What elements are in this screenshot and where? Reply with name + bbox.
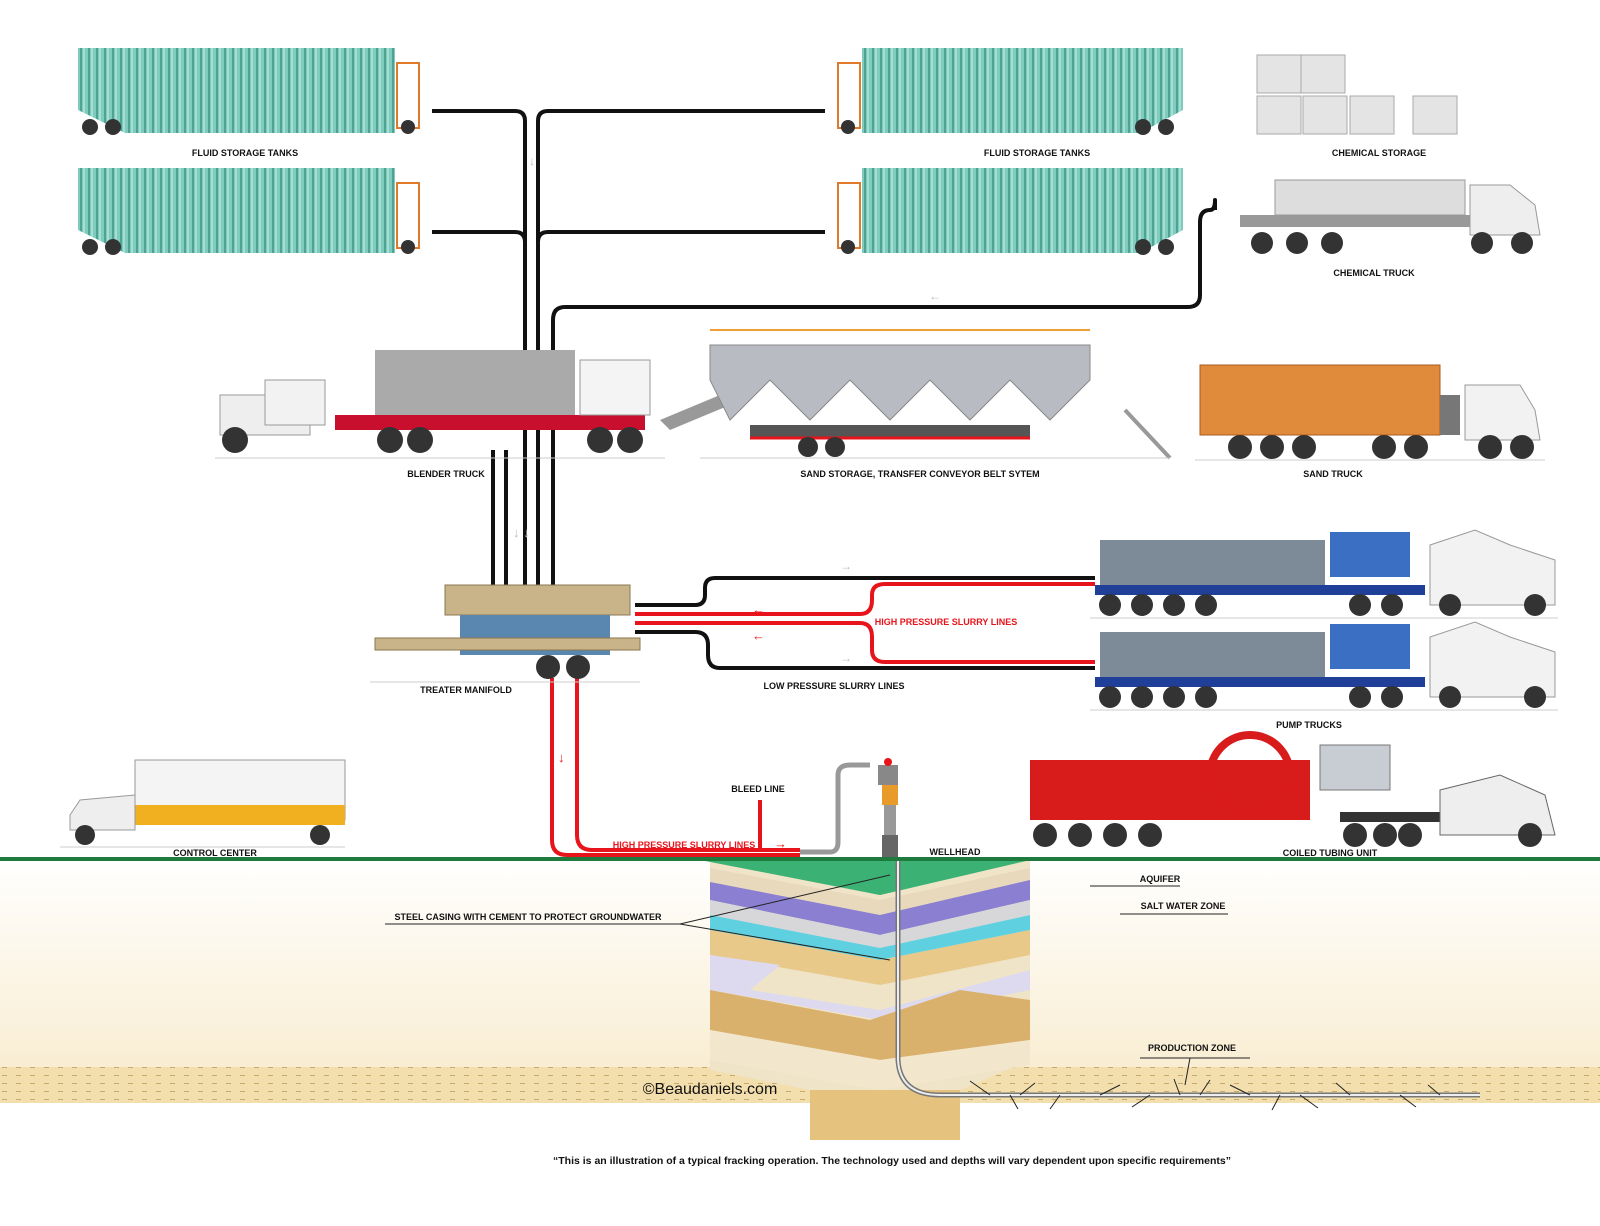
label-treater-manifold: TREATER MANIFOLD [420,685,512,695]
arrow-left-icon: ← [752,602,765,617]
salt-water-layer [710,915,1030,960]
chemical-storage-totes [1256,54,1458,135]
flow-arrows: ↓ ← ↓ ↓ → → ← ← ↓ → [513,154,941,851]
control-center-trailer [60,759,346,848]
low-pressure-pipes [432,109,1217,670]
fluid-tank [837,48,1183,135]
arrow-left-icon: ← [929,289,941,303]
leader-lines [385,874,1250,1086]
label-fluid-storage-tanks-left: FLUID STORAGE TANKS [192,148,298,158]
label-pump-trucks: PUMP TRUCKS [1276,720,1342,730]
label-aquifer: AQUIFER [1140,874,1181,884]
wellhead-connector [800,762,870,855]
label-sand-storage: SAND STORAGE, TRANSFER CONVEYOR BELT SYT… [800,469,1039,479]
fractures [969,1078,1441,1111]
label-salt-water-zone: SALT WATER ZONE [1141,901,1226,911]
aquifer-layer [710,880,1030,935]
treater-manifold [370,584,641,683]
geology-block [700,858,1030,1140]
arrow-right-icon: → [840,651,852,665]
label-fluid-storage-tanks-right: FLUID STORAGE TANKS [984,148,1090,158]
arrow-right-icon: → [774,836,787,851]
pump-truck [1090,621,1558,711]
label-bleed-line: BLEED LINE [731,784,785,794]
fluid-tank [78,48,420,135]
blender-truck [215,350,730,459]
fluid-tank [837,168,1183,255]
label-coiled-tubing-unit: COILED TUBING UNIT [1283,848,1378,858]
arrow-down-icon: ↓ ↓ [513,525,530,540]
coiled-tubing-unit [1030,731,1556,847]
label-high-pressure-slurry-lines-upper: HIGH PRESSURE SLURRY LINES [875,617,1018,627]
chemical-truck [1240,179,1541,254]
label-control-center: CONTROL CENTER [173,848,257,858]
label-blender-truck: BLENDER TRUCK [407,469,485,479]
wellhead [878,758,898,857]
label-wellhead: WELLHEAD [930,847,981,857]
caption: “This is an illustration of a typical fr… [553,1155,1231,1167]
label-chemical-storage: CHEMICAL STORAGE [1332,148,1426,158]
label-production-zone: PRODUCTION ZONE [1148,1043,1236,1053]
arrow-right-icon: → [840,559,852,573]
arrow-down-icon: ↓ [529,154,535,168]
label-high-pressure-slurry-lines-lower: HIGH PRESSURE SLURRY LINES [613,840,756,850]
arrow-down-icon: ↓ [558,750,565,765]
arrow-left-icon: ← [752,628,765,643]
label-steel-casing: STEEL CASING WITH CEMENT TO PROTECT GROU… [394,912,662,922]
copyright-watermark: ©Beaudaniels.com [643,1081,778,1098]
surface-layer [700,860,1030,895]
sand-truck [1195,364,1545,461]
sand-storage-conveyor [700,329,1172,460]
pump-truck [1090,529,1558,619]
label-chemical-truck: CHEMICAL TRUCK [1333,268,1415,278]
high-pressure-pipes [550,582,1095,857]
label-sand-truck: SAND TRUCK [1303,469,1363,479]
fluid-tank [78,168,420,255]
label-low-pressure-slurry-lines: LOW PRESSURE SLURRY LINES [763,681,904,691]
